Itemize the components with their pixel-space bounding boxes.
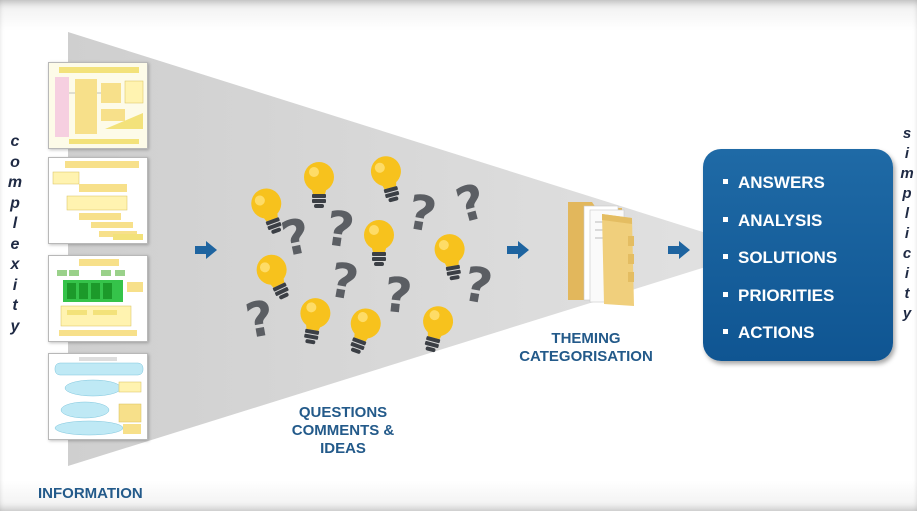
word-letter: i <box>904 265 910 282</box>
outcome-item: ANALYSIS <box>723 202 893 240</box>
arrow-right-icon <box>507 241 529 259</box>
info-diagram-thumbnail-3 <box>48 255 148 342</box>
word-letter: y <box>10 317 20 335</box>
word-letter: x <box>10 256 20 273</box>
outcome-item: SOLUTIONS <box>723 239 893 277</box>
word-letter: i <box>904 145 910 162</box>
word-letter: t <box>904 285 910 302</box>
outcome-item: ACTIONS <box>723 314 893 352</box>
outcome-item: PRIORITIES <box>723 277 893 315</box>
lightbulb-icon <box>364 220 394 266</box>
lightbulb-icon <box>434 234 465 281</box>
info-diagram-thumbnail-2 <box>48 157 148 244</box>
word-letter: t <box>12 297 18 314</box>
lightbulb-icon <box>304 162 334 208</box>
arrow-right-icon <box>195 241 217 259</box>
word-letter: e <box>10 235 20 253</box>
word-letter: l <box>904 205 910 222</box>
information-label: INFORMATION <box>38 485 143 502</box>
lightbulb-icon <box>251 188 282 234</box>
questions-label: QUESTIONS COMMENTS & IDEAS <box>291 404 395 457</box>
word-letter: m <box>7 174 23 191</box>
folder-icon <box>568 202 634 306</box>
outcome-item: ANSWERS <box>723 164 893 202</box>
word-letter: c <box>902 245 912 262</box>
word-letter: i <box>12 276 18 294</box>
lightbulb-icon <box>300 298 331 345</box>
info-diagram-thumbnail-1 <box>48 62 148 149</box>
lightbulb-icon <box>256 254 289 300</box>
arrow-right-icon <box>668 241 690 259</box>
theming-label: THEMING CATEGORISATION <box>519 330 653 365</box>
lightbulb-icon <box>370 156 401 203</box>
word-letter: c <box>10 133 20 150</box>
word-letter: l <box>12 215 18 232</box>
word-letter: m <box>900 165 914 182</box>
info-diagram-thumbnail-4 <box>48 353 148 440</box>
word-letter: o <box>10 153 20 171</box>
lightbulb-icon <box>350 308 381 354</box>
word-letter: y <box>902 305 912 322</box>
word-letter: p <box>902 185 912 202</box>
word-letter: s <box>902 125 912 142</box>
word-letter: i <box>904 225 910 242</box>
word-letter: p <box>10 194 20 212</box>
lightbulb-icon <box>423 306 454 353</box>
outcomes-box: ANSWERS ANALYSIS SOLUTIONS PRIORITIES AC… <box>703 149 893 361</box>
